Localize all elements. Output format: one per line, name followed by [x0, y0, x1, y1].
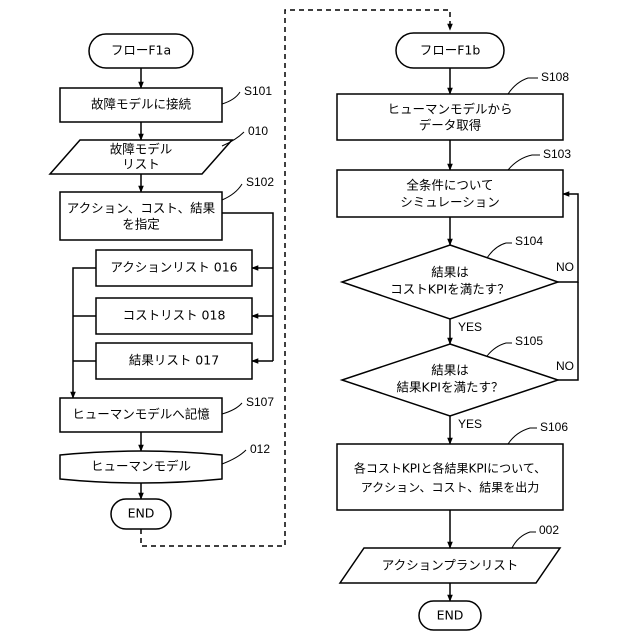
- step-s108-line2: データ取得: [419, 118, 482, 133]
- step-s102-label: S102: [246, 175, 274, 189]
- decision-s105-label: S105: [515, 334, 543, 348]
- left-flow: フローF1a 故障モデルに接続 S101 故障モデル リスト 010 アクション…: [50, 34, 274, 529]
- yes-label-s105: YES: [458, 417, 482, 431]
- list-010-line2: リスト: [122, 157, 160, 172]
- leader-line: [222, 184, 242, 200]
- start-label-f1a: フローF1a: [111, 43, 171, 58]
- step-s102-line1: アクション、コスト、結果: [67, 201, 216, 216]
- decision-s104-line2: コストKPIを満たす？: [390, 282, 509, 297]
- right-flow: フローF1b ヒューマンモデルから データ取得 S108 全条件について シミュ…: [337, 33, 578, 630]
- action-list-016-text: アクションリスト 016: [110, 260, 237, 275]
- output-list-002-text: アクションプランリスト: [382, 558, 519, 573]
- step-s106-box: [337, 444, 563, 510]
- connector-collector: [73, 268, 96, 398]
- leader-line: [508, 78, 538, 94]
- end-label-left: END: [128, 506, 155, 521]
- step-s108-line1: ヒューマンモデルから: [387, 102, 512, 117]
- decision-s104-line1: 結果は: [431, 265, 469, 280]
- list-010-label: 010: [248, 124, 268, 138]
- database-012-label: 012: [250, 442, 270, 456]
- step-s106-line2: アクション、コスト、結果を出力: [361, 481, 539, 495]
- no-label-s105: NO: [556, 359, 574, 373]
- step-s103-label: S103: [543, 147, 571, 161]
- leader-line: [508, 155, 540, 170]
- leader-line: [222, 403, 242, 414]
- step-s102-line2: を指定: [122, 217, 160, 232]
- step-s107-label: S107: [246, 395, 274, 409]
- step-s107-text: ヒューマンモデルへ記憶: [72, 407, 210, 422]
- step-s106-label: S106: [540, 420, 568, 434]
- end-label-right: END: [437, 608, 464, 623]
- step-s108-label: S108: [541, 70, 569, 84]
- connector-bus: [222, 213, 273, 361]
- leader-line: [512, 532, 536, 548]
- cost-list-018-text: コストリスト 018: [123, 308, 226, 323]
- output-list-002-label: 002: [539, 523, 559, 537]
- list-010-line1: 故障モデル: [110, 142, 173, 157]
- decision-s105-line1: 結果は: [431, 363, 469, 378]
- no-label-s104: NO: [556, 260, 574, 274]
- leader-line: [487, 343, 512, 356]
- leader-line: [508, 428, 537, 444]
- step-s106-line1: 各コストKPIと各結果KPIについて、: [354, 461, 546, 476]
- step-s101-label: S101: [244, 84, 272, 98]
- step-s103-line2: シミュレーション: [400, 195, 500, 210]
- start-label-f1b: フローF1b: [420, 43, 481, 58]
- step-s101-text: 故障モデルに接続: [91, 97, 192, 112]
- yes-label-s104: YES: [458, 320, 482, 334]
- result-list-017-text: 結果リスト 017: [129, 353, 219, 368]
- leader-line: [487, 243, 512, 258]
- leader-line: [222, 92, 240, 104]
- database-012-text: ヒューマンモデル: [91, 459, 191, 474]
- decision-s104-label: S104: [515, 234, 543, 248]
- step-s103-line1: 全条件について: [406, 178, 493, 193]
- decision-s105-line2: 結果KPIを満たす？: [397, 380, 504, 395]
- leader-line: [222, 450, 246, 464]
